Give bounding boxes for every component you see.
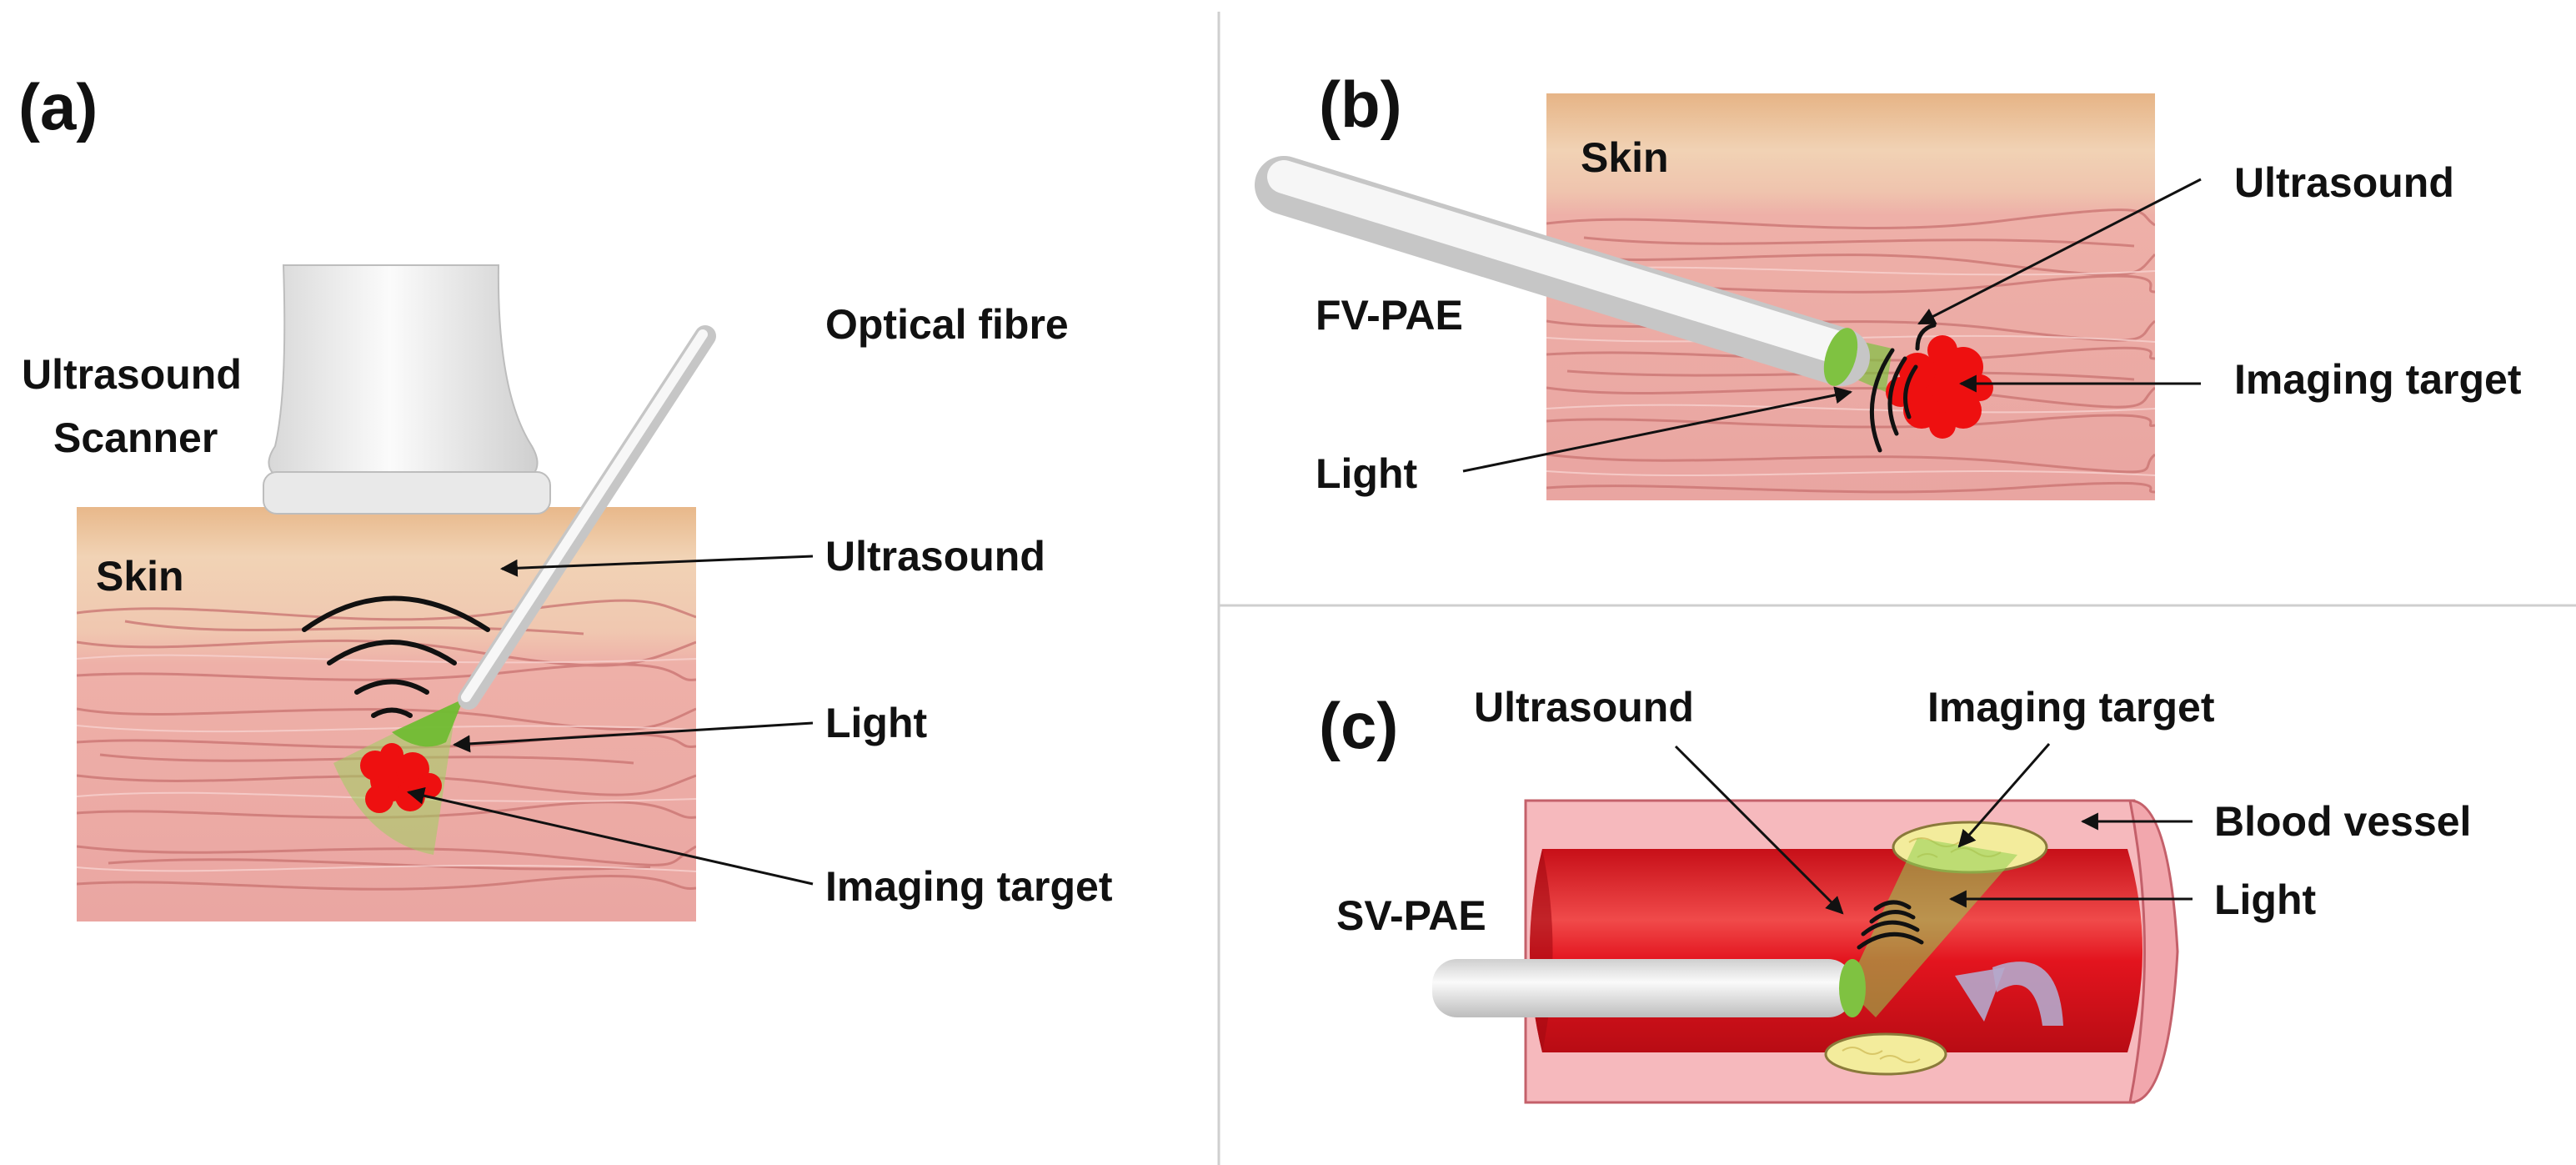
sv-pae-label: SV-PAE xyxy=(1336,892,1486,939)
ultrasound-waves-c xyxy=(1857,900,1924,950)
panel-c-label: (c) xyxy=(1319,689,1398,762)
scanner-label-line2: Scanner xyxy=(53,414,218,461)
ultrasound-waves-a xyxy=(302,595,490,718)
light-label-b: Light xyxy=(1316,450,1418,497)
skin-tissue-block-a xyxy=(77,507,696,921)
arrow-imaging-target-c xyxy=(1957,743,2051,848)
optical-fibre-label: Optical fibre xyxy=(825,301,1069,348)
light-cone-c xyxy=(1847,838,2017,1017)
blood-vessel-label: Blood vessel xyxy=(2214,798,2471,845)
arrow-ultrasound-c xyxy=(1674,745,1844,915)
light-label-c: Light xyxy=(2214,876,2317,923)
arrow-light-a xyxy=(452,721,814,753)
panel-c: (c) xyxy=(1319,684,2471,1104)
light-label-a: Light xyxy=(825,700,928,746)
light-cone-core-a xyxy=(392,699,464,747)
arrow-ultrasound-a xyxy=(499,555,814,577)
optical-fibre-b xyxy=(1255,156,1870,386)
panel-b-label: (b) xyxy=(1319,68,1402,141)
scanner-tip xyxy=(263,471,551,515)
rotation-arrow-icon xyxy=(1955,962,2063,1026)
imaging-target-label-b: Imaging target xyxy=(2234,356,2522,403)
fv-pae-label: FV-PAE xyxy=(1316,292,1463,339)
imaging-target-b xyxy=(1886,335,1993,439)
imaging-target-label-a: Imaging target xyxy=(825,863,1113,910)
ultrasound-label-c: Ultrasound xyxy=(1474,684,1694,731)
imaging-target-a xyxy=(360,743,442,813)
scanner-label-line1: Ultrasound xyxy=(22,351,242,398)
arrow-light-b xyxy=(1462,386,1853,473)
ultrasound-label-b: Ultrasound xyxy=(2234,159,2454,206)
arrow-ultrasound-b xyxy=(1917,178,2202,325)
ultrasound-scanner-probe xyxy=(268,264,539,475)
plaque-bottom xyxy=(1824,1032,1947,1076)
ultrasound-label-a: Ultrasound xyxy=(825,533,1045,580)
panel-a: (a) Sk xyxy=(18,70,1113,921)
panel-b: (b) Skin xyxy=(1255,68,2522,500)
optical-fibre-c xyxy=(1432,959,1866,1017)
arrow-imaging-target-a xyxy=(406,786,814,886)
skin-label-b: Skin xyxy=(1581,134,1669,181)
ultrasound-waves-b xyxy=(1869,323,1937,453)
imaging-target-label-c: Imaging target xyxy=(1927,684,2215,731)
skin-label-a: Skin xyxy=(96,553,184,600)
panel-a-label: (a) xyxy=(18,70,98,143)
